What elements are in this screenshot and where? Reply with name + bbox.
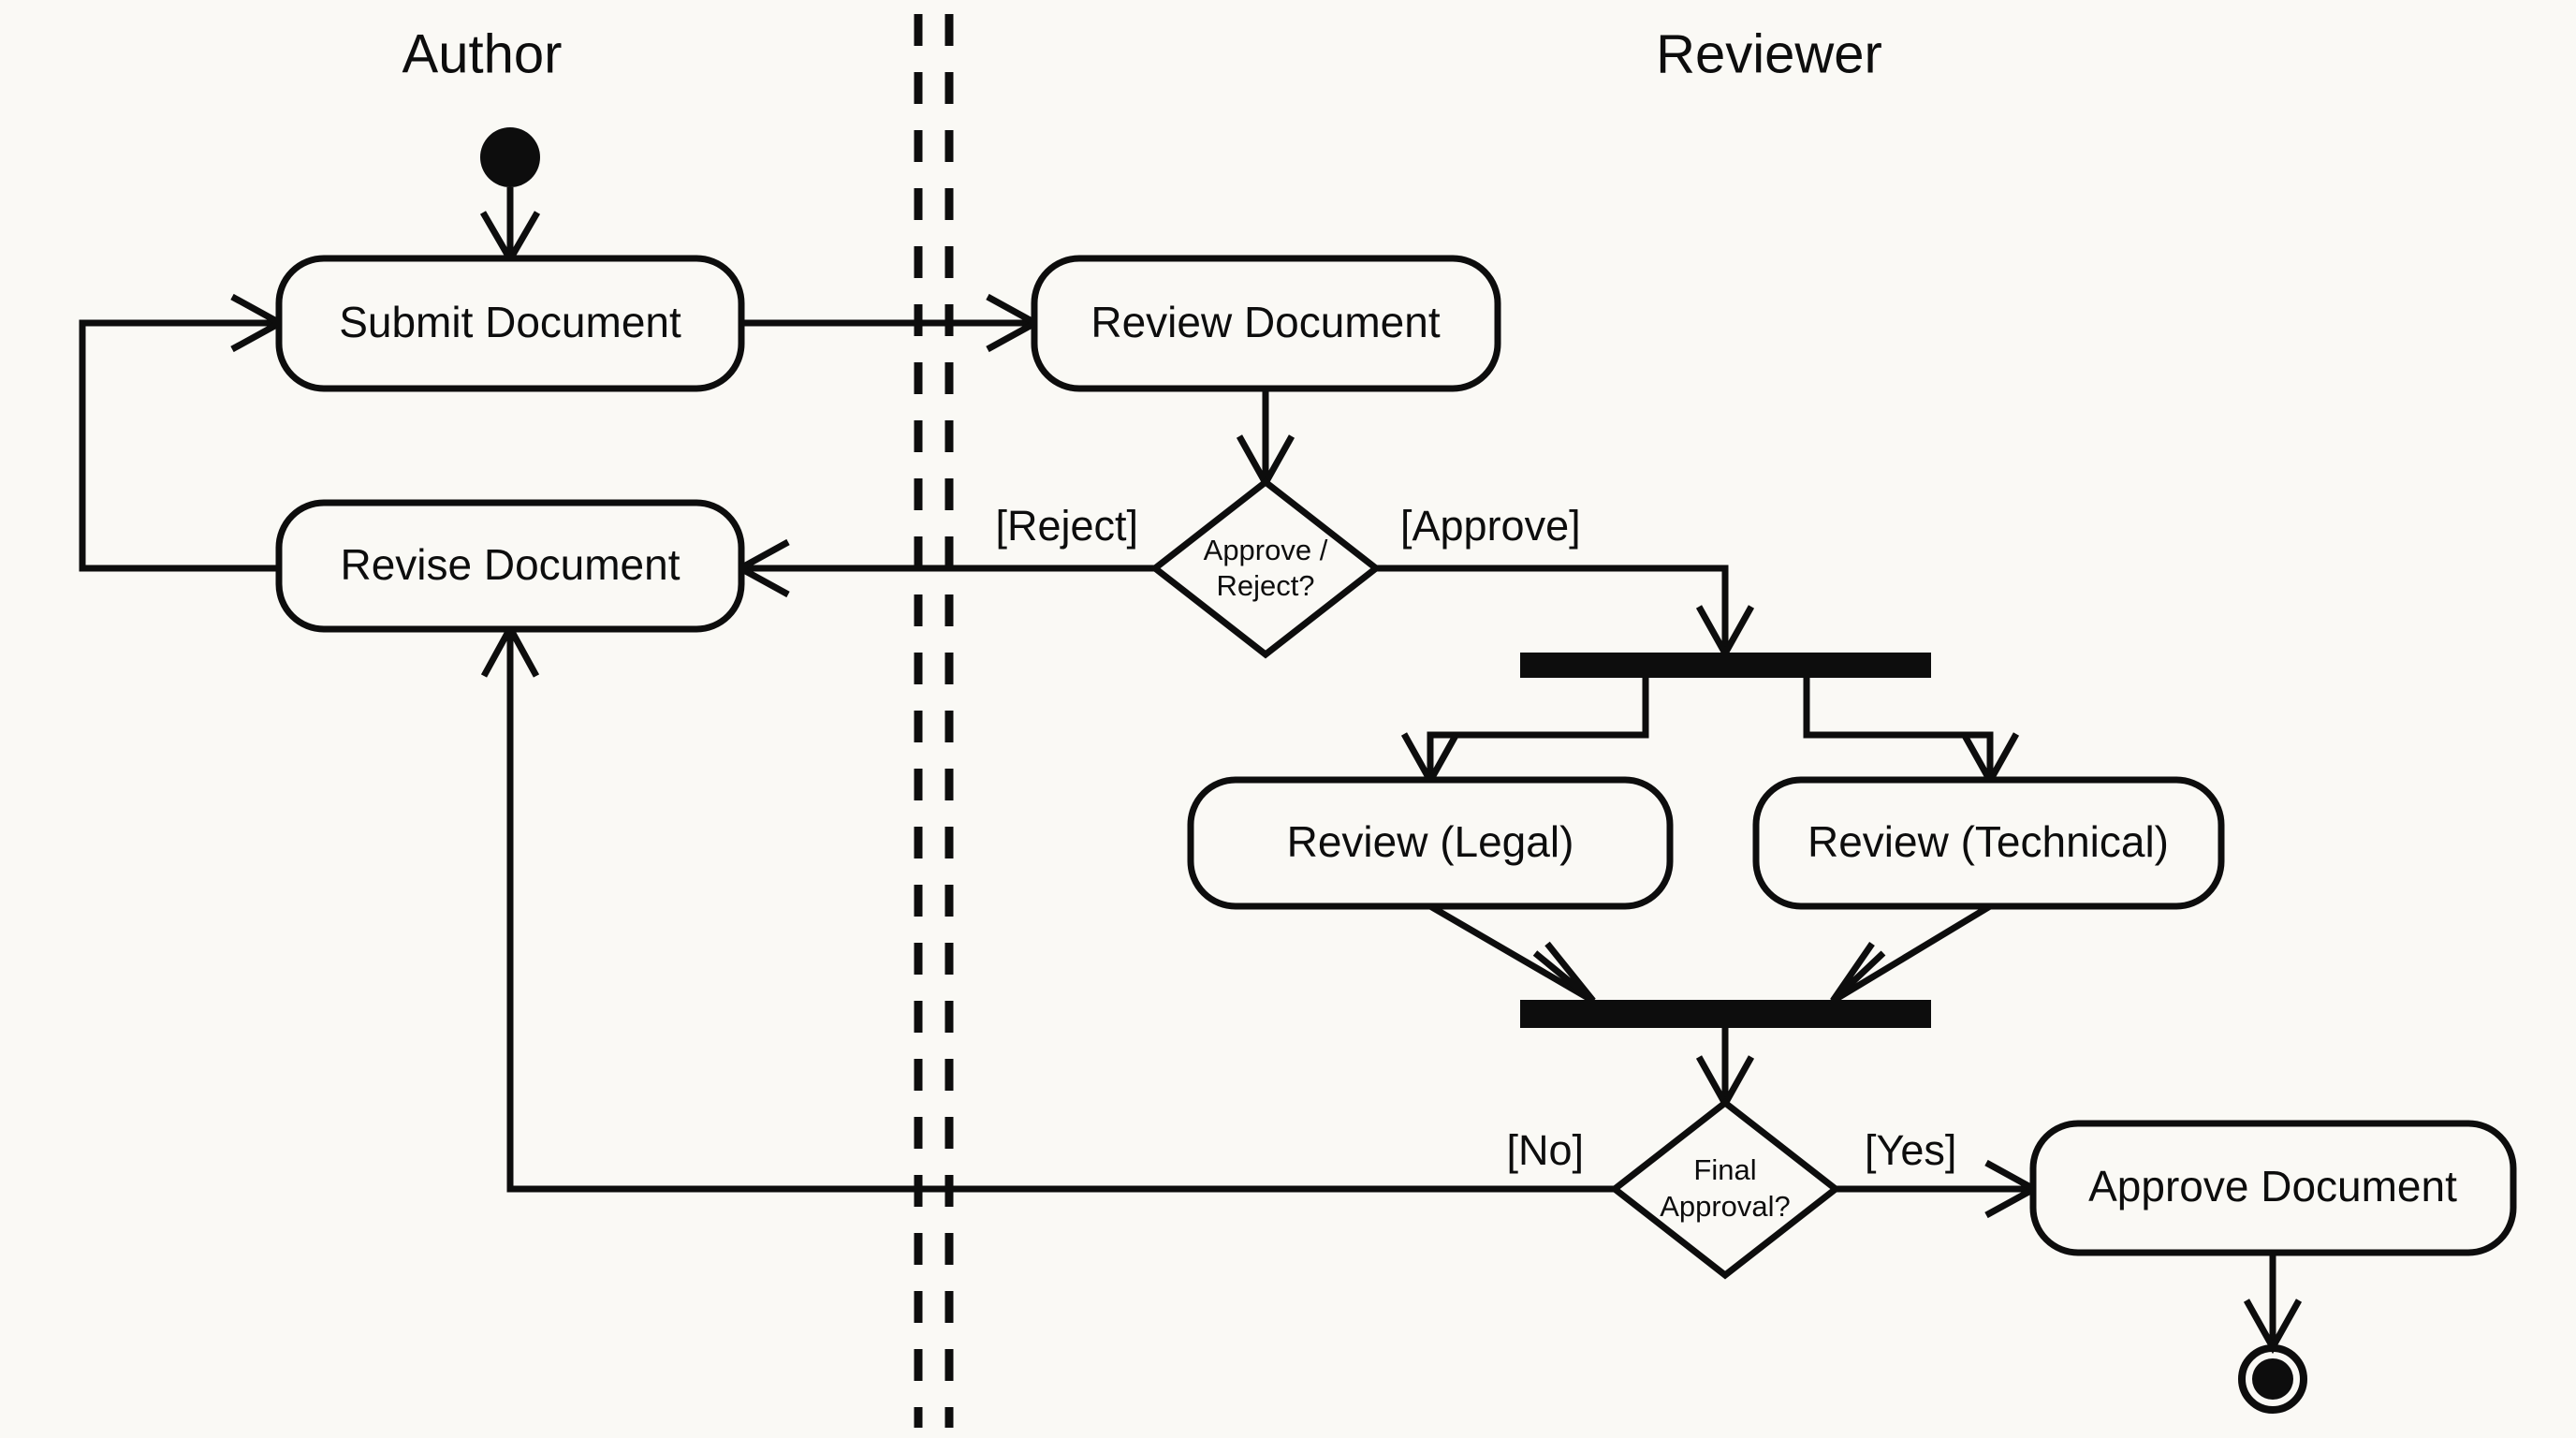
edge-fork-to-technical xyxy=(1803,678,2020,788)
decision-final-approval[interactable]: Final Approval? xyxy=(1609,1098,1841,1280)
action-approve-document[interactable]: Approve Document xyxy=(2029,1120,2517,1256)
join-bar xyxy=(1520,1000,1931,1028)
edge-start-to-submit xyxy=(479,187,541,266)
edge-join-to-final-decision xyxy=(1695,1028,1755,1111)
edge-approve-to-end xyxy=(2243,1253,2303,1355)
edge-decision-approve-to-fork xyxy=(1376,565,1755,661)
action-revise-document[interactable]: Revise Document xyxy=(275,499,745,633)
action-review-document-label: Review Document xyxy=(1090,298,1440,346)
action-submit-document[interactable]: Submit Document xyxy=(275,255,745,392)
guard-label-approve: [Approve] xyxy=(1400,502,1581,550)
decision-approve-reject-label-line2: Reject? xyxy=(1216,569,1314,602)
swimlane-title-reviewer: Reviewer xyxy=(1656,23,1882,84)
action-submit-document-label: Submit Document xyxy=(339,298,681,346)
edge-review-to-decision xyxy=(1236,389,1295,491)
action-review-technical[interactable]: Review (Technical) xyxy=(1752,776,2225,910)
decision-final-approval-label-line2: Approval? xyxy=(1660,1190,1791,1223)
fork-bar xyxy=(1520,653,1931,678)
decision-approve-reject[interactable]: Approve / Reject? xyxy=(1149,477,1382,659)
initial-node[interactable] xyxy=(480,127,540,187)
swimlane-divider xyxy=(914,14,954,1428)
edge-technical-to-join xyxy=(1830,903,1992,1004)
action-review-document[interactable]: Review Document xyxy=(1031,255,1501,392)
action-review-legal[interactable]: Review (Legal) xyxy=(1187,776,1674,910)
action-review-legal-label: Review (Legal) xyxy=(1287,817,1574,866)
swimlane-title-author: Author xyxy=(402,23,563,84)
edge-fork-to-legal xyxy=(1400,678,1649,788)
final-node[interactable] xyxy=(2238,1344,2307,1414)
edge-submit-to-review xyxy=(741,293,1043,353)
guard-label-no: [No] xyxy=(1506,1126,1584,1174)
decision-final-approval-label-line1: Final xyxy=(1693,1153,1756,1186)
action-revise-document-label: Revise Document xyxy=(340,540,680,589)
edge-legal-to-join xyxy=(1428,902,1596,1004)
guard-label-yes: [Yes] xyxy=(1865,1126,1956,1174)
action-review-technical-label: Review (Technical) xyxy=(1808,817,2169,866)
decision-approve-reject-label-line1: Approve / xyxy=(1204,534,1328,566)
action-approve-document-label: Approve Document xyxy=(2088,1162,2457,1211)
edge-revise-to-submit xyxy=(79,293,287,572)
guard-label-reject: [Reject] xyxy=(995,502,1138,550)
